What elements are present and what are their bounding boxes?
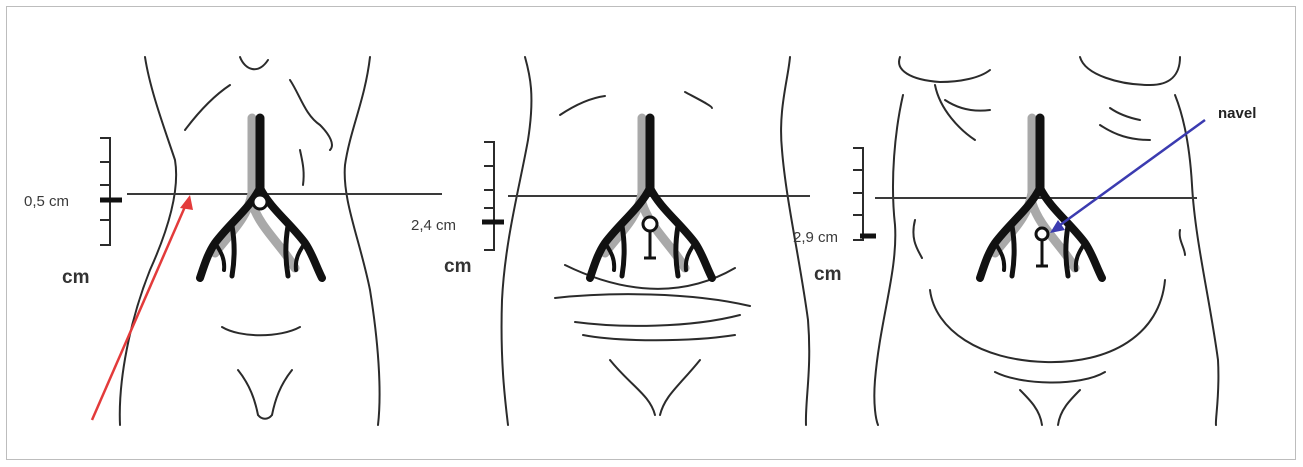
body-outline-1 <box>120 57 380 425</box>
panel-2: 2,4 cm cm <box>411 57 810 425</box>
navel-circle-2 <box>643 217 657 231</box>
panel-3: 2,9 cm cm navel <box>793 57 1256 425</box>
red-arrow <box>92 195 193 420</box>
vessel-tree-2 <box>590 118 712 278</box>
measurement-label-1: 0,5 cm <box>24 193 69 210</box>
body-outline-2 <box>502 57 810 425</box>
navel-label: navel <box>1218 105 1256 122</box>
body-outline-3 <box>874 57 1218 425</box>
unit-label-3: cm <box>814 264 841 285</box>
ruler-1 <box>100 138 122 245</box>
ruler-2 <box>482 142 504 250</box>
navel-circle-1 <box>253 195 267 209</box>
unit-label-1: cm <box>62 267 89 288</box>
navel-circle-3 <box>1036 228 1048 240</box>
vessel-tree-1 <box>200 118 322 278</box>
unit-label-2: cm <box>444 256 471 277</box>
measurement-label-3: 2,9 cm <box>793 229 838 246</box>
measurement-label-2: 2,4 cm <box>411 217 456 234</box>
panel-1: 0,5 cm cm <box>24 57 442 425</box>
ruler-3 <box>853 148 876 240</box>
